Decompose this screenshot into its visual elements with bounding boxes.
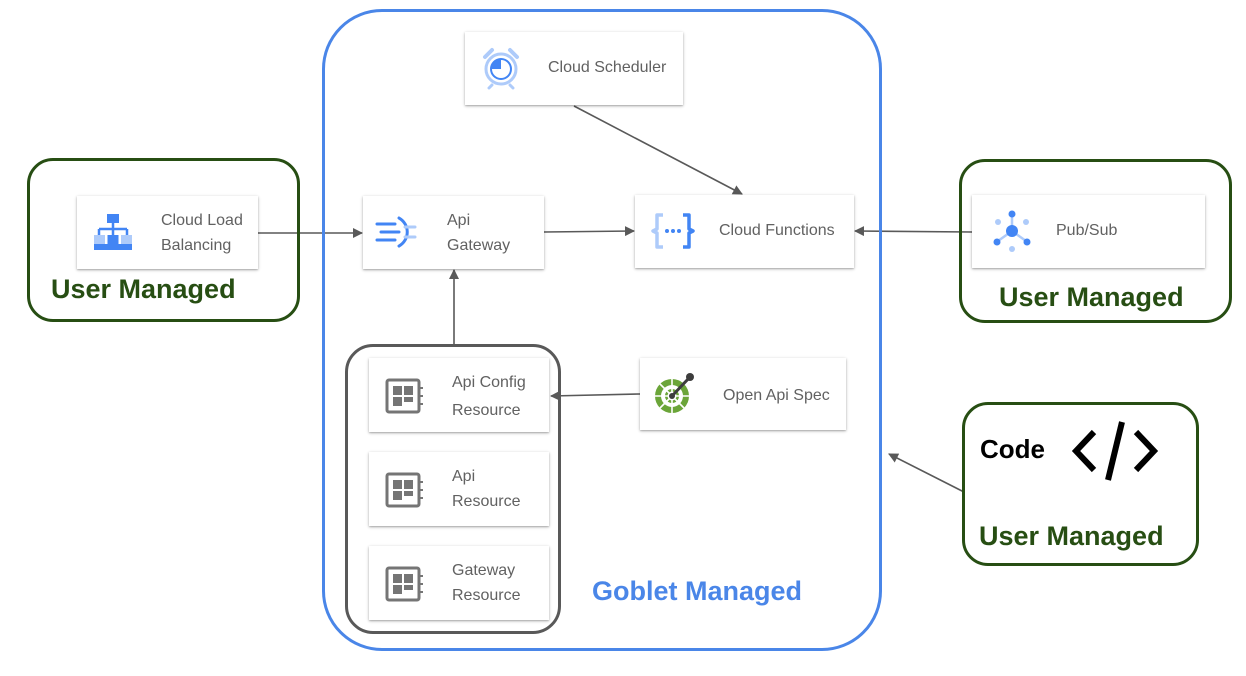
open-api-spec-node: Open Api Spec	[640, 358, 846, 430]
cloud-functions-label: Cloud Functions	[719, 222, 835, 239]
goblet-managed-label: Goblet Managed	[592, 576, 803, 606]
user-managed-group-right	[959, 159, 1232, 323]
gateway-resource-label-line2: Resource	[452, 587, 521, 604]
api-resource-label-line2: Resource	[452, 493, 521, 510]
user-managed-group-left	[27, 158, 300, 322]
api-config-resource-label-line1: Api Config	[452, 374, 526, 391]
gateway-resource-node: Gateway Resource	[369, 546, 549, 620]
api-resources-group	[345, 344, 561, 634]
chip-icon	[385, 472, 423, 508]
api-resource-node: Api Resource	[369, 452, 549, 526]
arrow-code-to-goblet	[888, 453, 965, 493]
cloud-functions-icon	[651, 213, 695, 249]
api-gateway-label-line1: Api	[447, 212, 471, 229]
pubsub-node: Pub/Sub	[972, 195, 1205, 268]
chip-icon	[385, 566, 423, 602]
load-balancer-icon	[94, 214, 132, 250]
cloud-load-balancing-node: Cloud Load Balancing	[77, 196, 258, 269]
api-config-resource-node: Api Config Resource	[369, 358, 549, 432]
gateway-resource-label-line1: Gateway	[452, 562, 516, 579]
openapi-icon	[655, 373, 694, 413]
goblet-managed-group	[322, 9, 882, 651]
open-api-spec-label: Open Api Spec	[723, 387, 830, 404]
cloud-load-balancing-label-line2: Balancing	[161, 237, 232, 254]
user-managed-label-code: User Managed	[979, 521, 1164, 551]
alarm-clock-icon	[483, 48, 519, 90]
pubsub-icon	[993, 210, 1031, 252]
code-label: Code	[980, 434, 1045, 464]
api-gateway-icon	[375, 216, 417, 248]
chip-icon	[385, 378, 423, 414]
api-gateway-node: Api Gateway	[363, 196, 544, 269]
pubsub-label: Pub/Sub	[1056, 222, 1118, 239]
user-managed-label-right: User Managed	[999, 282, 1184, 312]
api-config-resource-label-line2: Resource	[452, 402, 521, 419]
user-managed-label-left: User Managed	[51, 274, 236, 304]
cloud-load-balancing-label-line1: Cloud Load	[161, 212, 243, 229]
cloud-scheduler-node: Cloud Scheduler	[465, 32, 683, 105]
api-gateway-label-line2: Gateway	[447, 237, 511, 254]
api-resource-label-line1: Api	[452, 468, 476, 485]
code-brackets-icon	[1072, 421, 1158, 481]
user-managed-group-code	[962, 402, 1199, 566]
cloud-scheduler-label: Cloud Scheduler	[548, 59, 667, 76]
cloud-functions-node: Cloud Functions	[635, 195, 854, 268]
